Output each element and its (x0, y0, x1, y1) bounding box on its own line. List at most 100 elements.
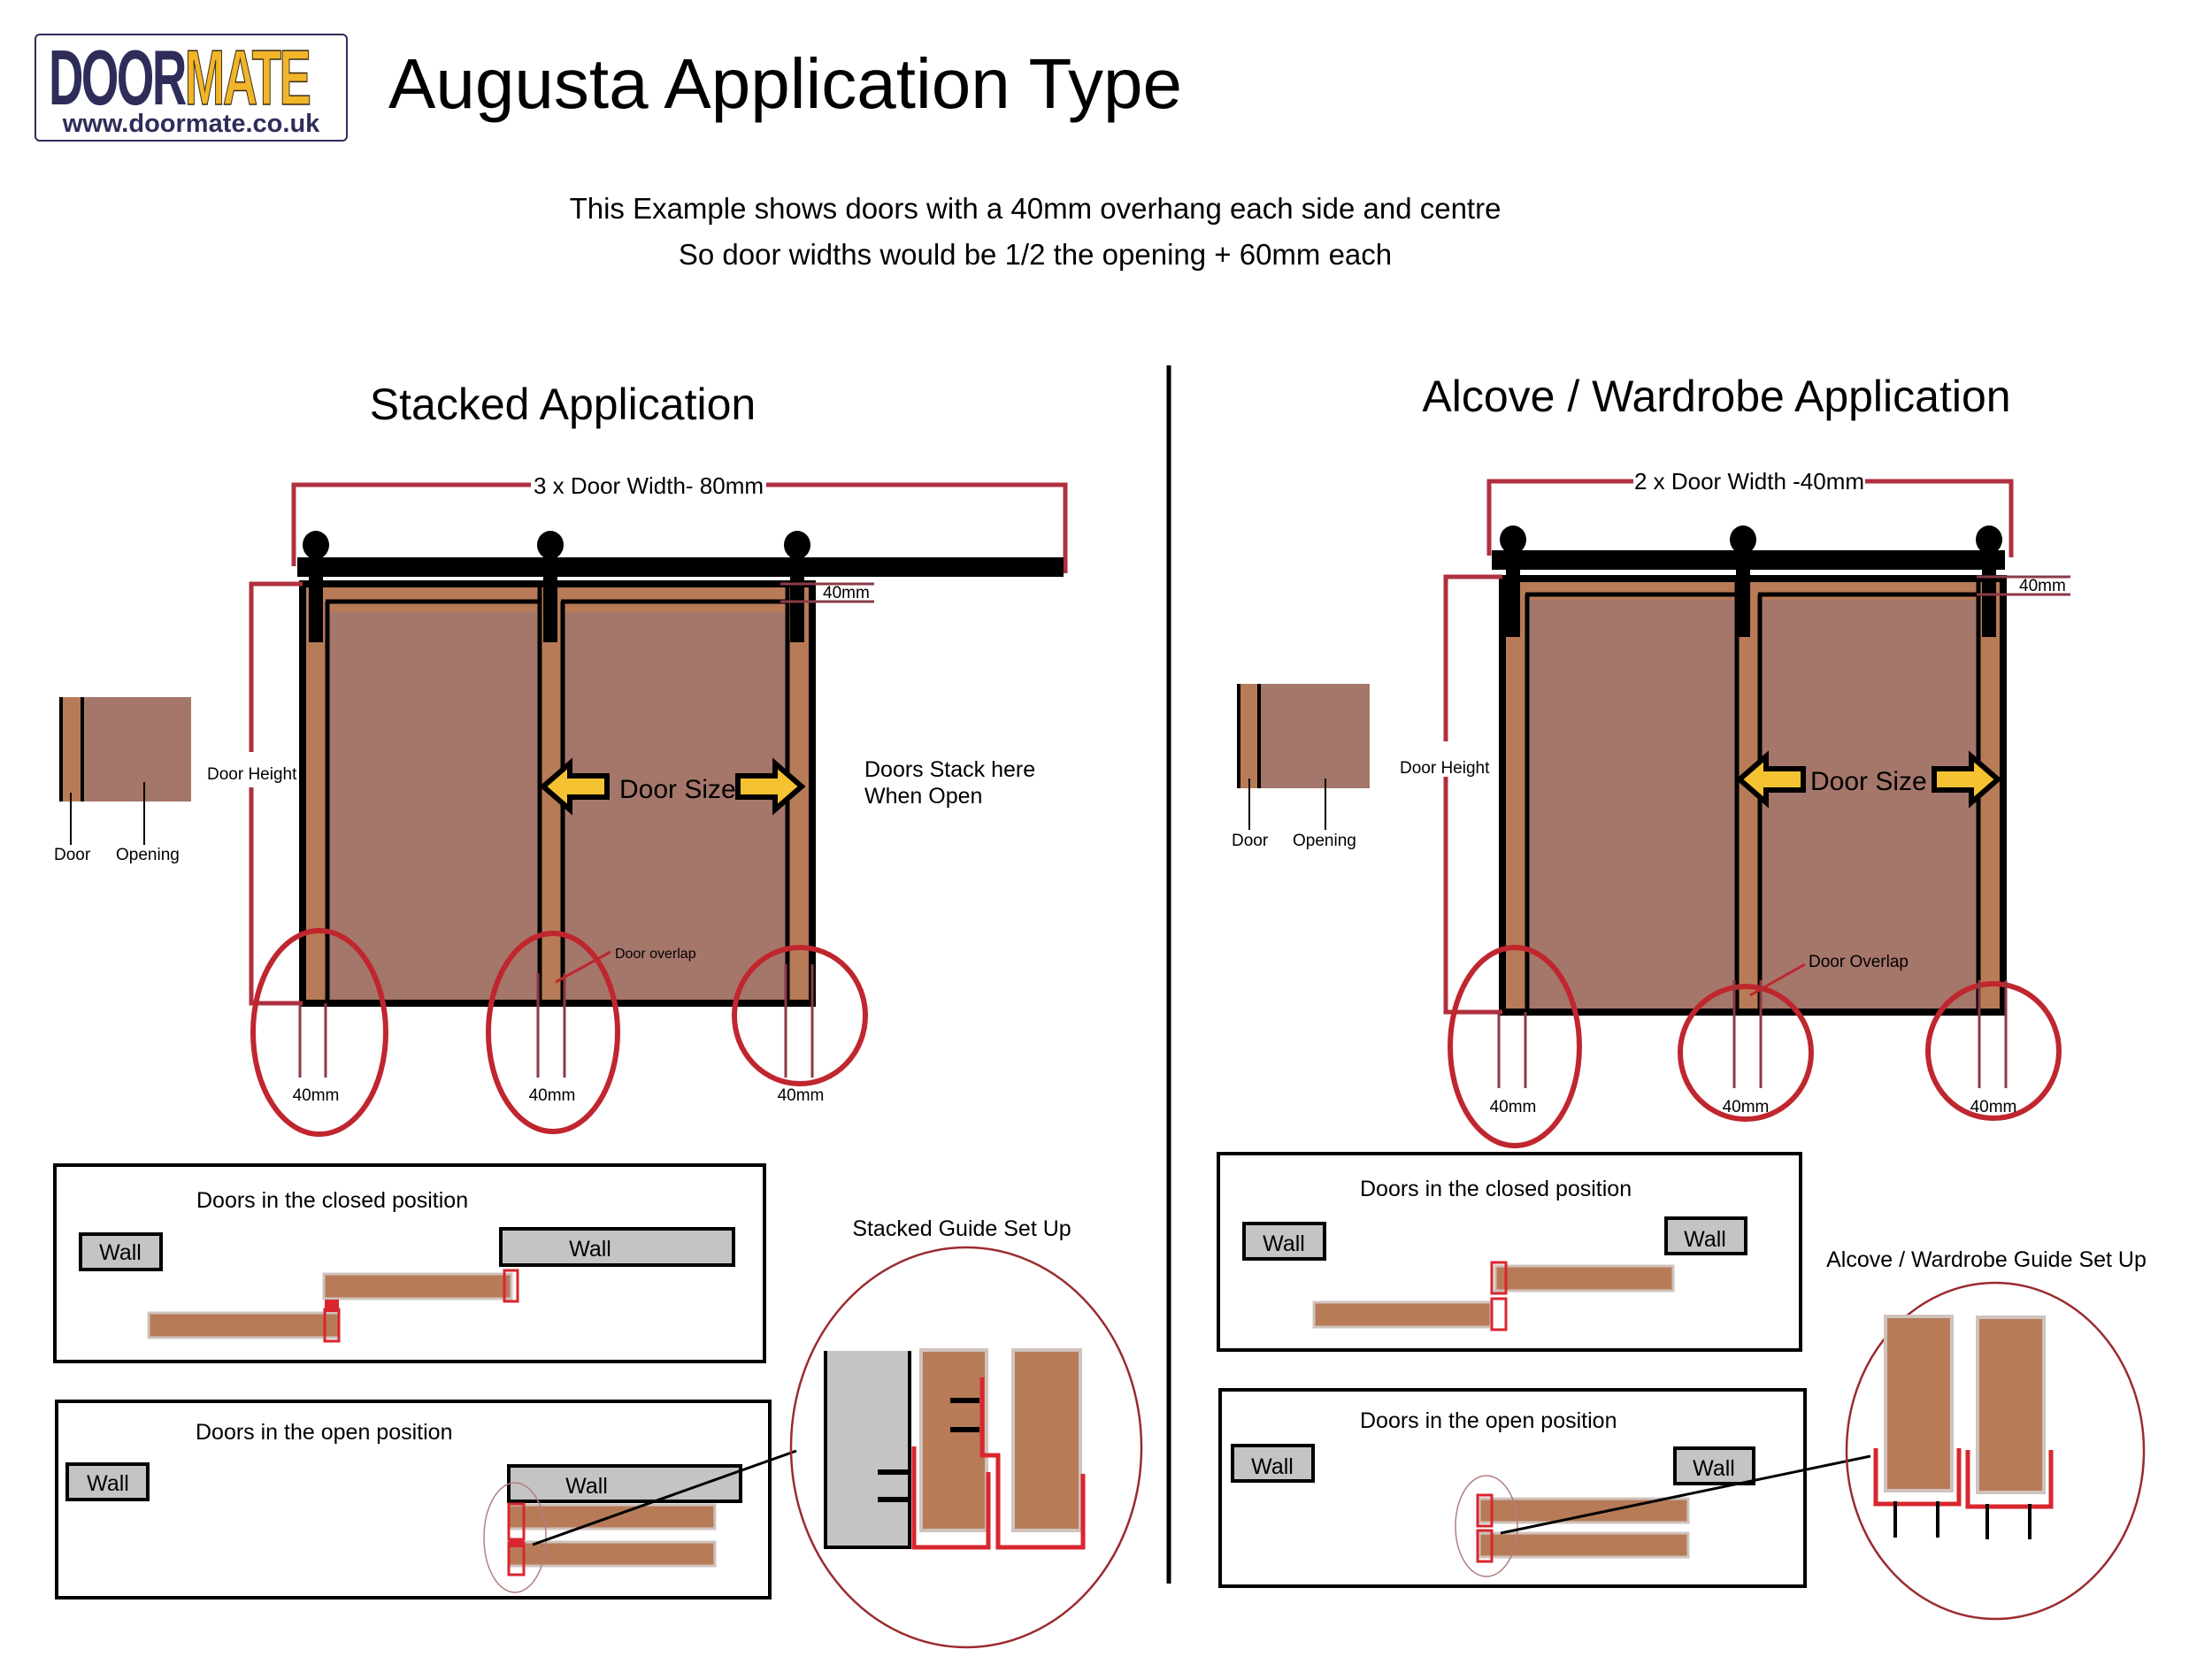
guide-detail-circle (1845, 1281, 2146, 1621)
alcove-detail-circles: 40mm 40mm Door Overlap 40mm (1448, 945, 2062, 1148)
wall-block (1664, 1216, 1747, 1255)
alcove-guide-setup: Alcove / Wardrobe Guide Set Up (1826, 1247, 2147, 1621)
wall-label: Wall (1693, 1456, 1735, 1481)
door-plan (147, 1311, 341, 1339)
alcove-door-strip (1506, 582, 1525, 1009)
stacked-legend: Door Opening (54, 697, 191, 864)
alcove-door-size-label: Door Size (1810, 767, 1927, 796)
stacked-track-bar (297, 557, 1064, 577)
stacked-section: Stacked Application 3 x Door Width- 80mm (53, 380, 1143, 1649)
circle-label: 40mm (1723, 1098, 1770, 1116)
circle-label: 40mm (1970, 1098, 2017, 1116)
door-plan (507, 1540, 717, 1568)
wall-label: Wall (569, 1237, 611, 1262)
legend-door-label: Door (1232, 832, 1269, 850)
alcove-height-dimension: Door Height (1400, 574, 1502, 1015)
guide-marker (1490, 1261, 1508, 1295)
door-plan (1312, 1300, 1493, 1329)
stacked-overlap-label: Door overlap (615, 947, 696, 962)
callout-line (1500, 1454, 1871, 1535)
stacked-door-height-label: Door Height (207, 765, 297, 784)
stacked-door-strip (306, 587, 326, 1000)
circle-label: 40mm (293, 1086, 340, 1105)
alcove-width-dimension: 2 x Door Width -40mm (1486, 468, 2014, 557)
wall-label: Wall (565, 1474, 608, 1499)
stacked-closed-panel: Doors in the closed position Wall Wall (53, 1163, 766, 1363)
logo-url: www.doormate.co.uk (62, 110, 320, 138)
guide-channel (979, 1377, 1086, 1550)
stacked-door-size-label: Door Size (619, 775, 736, 804)
guide-door (1011, 1348, 1082, 1532)
detail-circle (250, 928, 388, 1137)
wall-block (1242, 1222, 1326, 1261)
open-panel-title: Doors in the open position (1360, 1408, 1617, 1433)
door-plan (1478, 1531, 1690, 1559)
guide-detail-circle (789, 1246, 1143, 1649)
alcove-door-size: Door Size (1740, 756, 1998, 802)
guide-marker (503, 1269, 519, 1303)
circle-label: 40mm (529, 1086, 576, 1105)
door-plan (1478, 1497, 1690, 1524)
alcove-rail (1492, 525, 2005, 637)
alcove-overlap-label: Door Overlap (1809, 953, 1909, 971)
guide-channel (1873, 1448, 1962, 1507)
open-panel-title: Doors in the open position (196, 1420, 452, 1445)
subtitle-line-1: This Example shows doors with a 40mm ove… (570, 192, 1502, 225)
circle-label: 40mm (778, 1086, 825, 1105)
zoom-marker-circle (483, 1482, 547, 1593)
doormate-logo: DOORMATE www.doormate.co.uk (35, 34, 348, 142)
stacked-height-dimension: Door Height (207, 581, 303, 1006)
stacked-stack-note-1: Doors Stack here (864, 757, 1035, 782)
stacked-top-gap-label: 40mm (823, 584, 870, 602)
wall-block (1231, 1444, 1315, 1483)
alcove-top-gap-dimension: 40mm (1977, 575, 2070, 596)
stacked-width-dimension: 3 x Door Width- 80mm (291, 472, 1068, 573)
guide-marker (1490, 1297, 1508, 1331)
logo-mate-text: MATE (184, 34, 311, 121)
wall-label: Wall (1263, 1231, 1305, 1256)
alcove-top-gap-label: 40mm (2019, 577, 2066, 595)
guide-marker (1476, 1493, 1494, 1528)
closed-panel-title: Doors in the closed position (1360, 1177, 1632, 1201)
wall-label: Wall (1251, 1454, 1294, 1479)
page-title: Augusta Application Type (388, 44, 1182, 123)
stacked-door-size: Door Size (543, 763, 802, 809)
stacked-detail-circles: 40mm 40mm Door overlap 40mm (250, 928, 868, 1137)
legend-door-swatch (59, 697, 83, 802)
logo-wordmark: DOORMATE (49, 38, 311, 118)
stacked-width-label: 3 x Door Width- 80mm (534, 472, 764, 499)
guide-channel (911, 1446, 991, 1550)
zoom-marker-circle (1455, 1475, 1518, 1577)
alcove-section: Alcove / Wardrobe Application 2 x Door W… (1217, 372, 2147, 1621)
guide-door (1976, 1316, 2046, 1494)
legend-opening-label: Opening (1293, 832, 1356, 850)
stacked-door-strip (789, 587, 809, 1000)
callout-line (532, 1449, 797, 1546)
stacked-rail (297, 531, 1064, 642)
guide-marker (1476, 1529, 1494, 1563)
stacked-heading: Stacked Application (370, 380, 756, 429)
closed-panel-title: Doors in the closed position (196, 1188, 468, 1213)
legend-door-swatch (1237, 684, 1260, 788)
detail-circle (1678, 984, 1814, 1122)
alcove-door-height-label: Door Height (1400, 759, 1490, 778)
alcove-door-strip (1980, 582, 2000, 1009)
guide-marker (507, 1541, 526, 1576)
guide-wall (825, 1351, 910, 1547)
wall-label: Wall (87, 1471, 129, 1496)
stacked-guide-setup: Stacked Guide Set Up (789, 1216, 1143, 1649)
subtitle-line-2: So door widths would be 1/2 the opening … (679, 238, 1392, 271)
logo-door-text: DOOR (49, 34, 187, 121)
stacked-open-panel: Doors in the open position Wall Wall (55, 1400, 797, 1599)
guide-door (1884, 1315, 1954, 1492)
alcove-open-panel: Doors in the open position Wall Wall (1218, 1388, 1871, 1588)
alcove-door-strip (1739, 582, 1758, 1009)
guide-door (919, 1348, 988, 1532)
guide-marker (323, 1308, 341, 1343)
alcove-legend: Door Opening (1232, 684, 1370, 850)
stacked-stack-note-2: When Open (864, 784, 982, 809)
alcove-guide-title: Alcove / Wardrobe Guide Set Up (1826, 1247, 2147, 1272)
wall-block (499, 1227, 735, 1267)
legend-opening-label: Opening (116, 846, 180, 864)
